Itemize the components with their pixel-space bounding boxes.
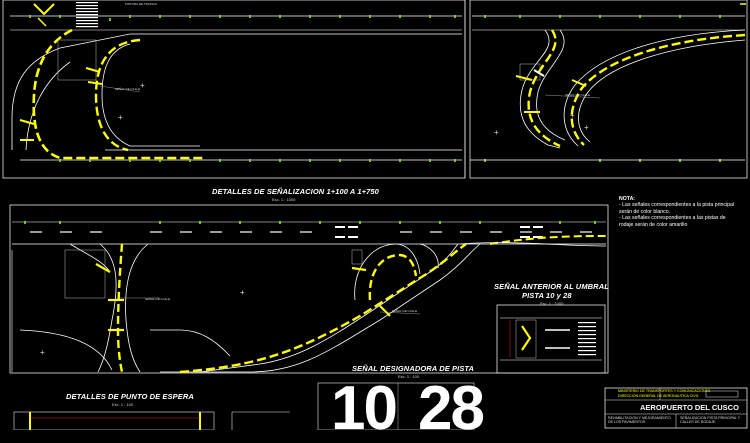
svg-text:SEÑAL DE CALLE: SEÑAL DE CALLE bbox=[115, 86, 140, 91]
espera-scale: Esc. 1 : 100 bbox=[112, 402, 134, 407]
svg-text:+: + bbox=[140, 81, 145, 90]
note-line-1: - Las señales correspondientes a la pist… bbox=[619, 202, 735, 215]
title-block-desc-left: REHABILITACION Y MEJORAMIENTO DE LOS PAV… bbox=[608, 416, 671, 425]
svg-text:SEÑAL DE CALLE: SEÑAL DE CALLE bbox=[565, 92, 590, 97]
espera-detail bbox=[13, 411, 290, 430]
middle-plan: SEÑAL DE CALLE + + SEÑAL DE CALLE bbox=[11, 221, 607, 374]
top-left-plan: PINTURA DE TRAFICO SEÑAL DE CALLE + + bbox=[10, 0, 466, 178]
designator-detail bbox=[317, 382, 475, 430]
svg-text:+: + bbox=[40, 348, 45, 357]
runway-number-10: 10 bbox=[331, 374, 398, 443]
title-block-lines bbox=[605, 388, 747, 428]
title-block-project: AEROPUERTO DEL CUSCO bbox=[640, 403, 739, 412]
top-section-title: DETALLES DE SEÑALIZACION 1+100 A 1+750 bbox=[212, 187, 379, 196]
note-heading: NOTA: bbox=[619, 196, 636, 202]
title-block-dept: DIRECCION GENERAL DE AERONAUTICA CIVIL bbox=[618, 394, 699, 398]
espera-title: DETALLES DE PUNTO DE ESPERA bbox=[66, 392, 194, 401]
runway-number-28: 28 bbox=[418, 374, 485, 443]
svg-text:PINTURA DE TRAFICO: PINTURA DE TRAFICO bbox=[125, 2, 158, 6]
top-right-plan: SEÑAL DE CALLE + + + bbox=[470, 3, 746, 162]
notes-block: NOTA: - Las señales correspondientes a l… bbox=[619, 196, 739, 228]
umbral-detail bbox=[500, 317, 602, 361]
svg-text:+: + bbox=[570, 111, 575, 120]
svg-text:SEÑAL DE CALLE: SEÑAL DE CALLE bbox=[392, 308, 417, 313]
svg-text:SEÑAL DE CALLE: SEÑAL DE CALLE bbox=[145, 296, 170, 301]
svg-text:+: + bbox=[494, 128, 499, 137]
umbral-title-2: PISTA 10 y 28 bbox=[522, 291, 572, 300]
svg-text:+: + bbox=[584, 123, 589, 132]
top-section-scale: Esc. 1 : 1000 bbox=[272, 197, 296, 202]
designadora-scale: Esc. 1 : 100 bbox=[398, 374, 420, 379]
title-block-desc-right: SEÑALIZACION PISTA PRINCIPAL Y CALLES DE… bbox=[680, 416, 741, 425]
svg-text:+: + bbox=[240, 288, 245, 297]
note-line-2: - Las señales correspondientes a las pis… bbox=[619, 215, 726, 228]
cad-drawing-canvas: PINTURA DE TRAFICO SEÑAL DE CALLE + + bbox=[2, 0, 748, 430]
svg-text:+: + bbox=[118, 113, 123, 122]
umbral-scale: Esc. 1 : 1000 bbox=[540, 301, 564, 306]
title-block-ministry: MINISTERIO DE TRANSPORTES Y COMUNICACION… bbox=[618, 389, 711, 393]
umbral-title-1: SEÑAL ANTERIOR AL UMBRAL bbox=[494, 282, 609, 291]
designadora-title: SEÑAL DESIGNADORA DE PISTA bbox=[352, 364, 475, 373]
